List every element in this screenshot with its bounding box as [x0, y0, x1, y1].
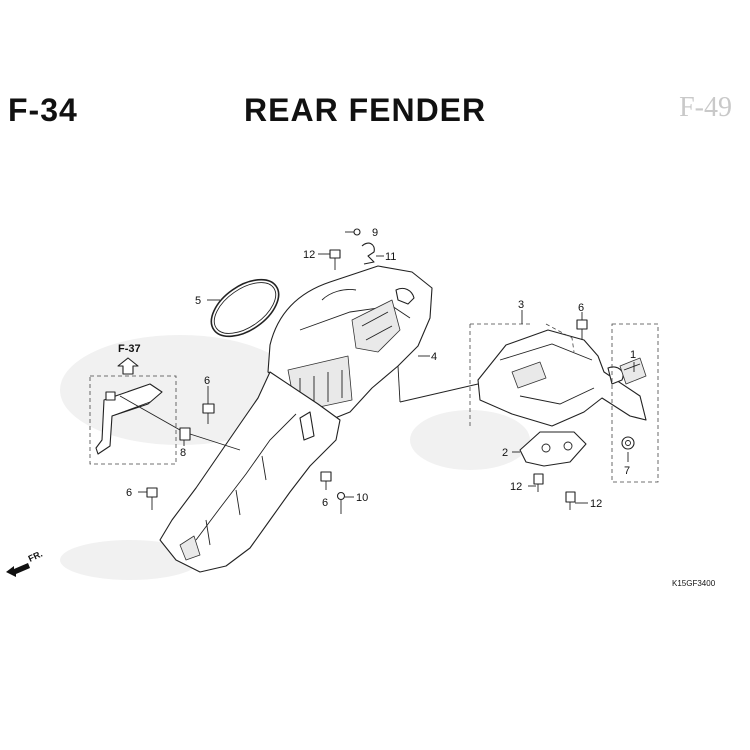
- callout-11: 11: [385, 251, 396, 263]
- reference-arrow: [117, 357, 139, 375]
- fasteners: [105, 228, 635, 510]
- callout-2: 2: [502, 447, 508, 459]
- rear-fender-lower: [159, 371, 341, 573]
- callout-6-left: 6: [126, 487, 132, 499]
- gasket-ring: [210, 278, 280, 338]
- callout-6-mid: 6: [204, 375, 210, 387]
- page-stamp: F-49: [679, 92, 732, 123]
- background-smudges: [60, 335, 530, 580]
- section-code: F-34: [8, 92, 78, 128]
- callout-5: 5: [195, 295, 201, 307]
- callout-7: 7: [624, 465, 630, 477]
- callout-12-top: 12: [303, 249, 315, 261]
- front-direction-label: FR.: [27, 549, 44, 564]
- callout-12-right: 12: [590, 498, 602, 510]
- group-frames: [89, 323, 659, 483]
- page-title: REAR FENDER: [244, 92, 487, 128]
- callout-8: 8: [180, 447, 186, 459]
- side-bracket: [95, 383, 163, 455]
- callout-6-top: 6: [578, 302, 584, 314]
- license-bracket: [477, 329, 647, 427]
- drawing-code: K15GF3400: [672, 579, 716, 588]
- stay-bracket: [519, 431, 587, 467]
- callout-10: 10: [356, 492, 368, 504]
- leader-lines: [119, 231, 635, 514]
- callout-6-center: 6: [322, 497, 328, 509]
- callout-3: 3: [518, 299, 524, 311]
- callout-4: 4: [431, 351, 437, 363]
- front-direction-arrow: [6, 563, 30, 577]
- reflector: [619, 357, 647, 385]
- reference-label: F-37: [118, 343, 141, 355]
- callout-12-lower: 12: [510, 481, 522, 493]
- callout-1: 1: [630, 349, 636, 361]
- callout-9: 9: [372, 227, 378, 239]
